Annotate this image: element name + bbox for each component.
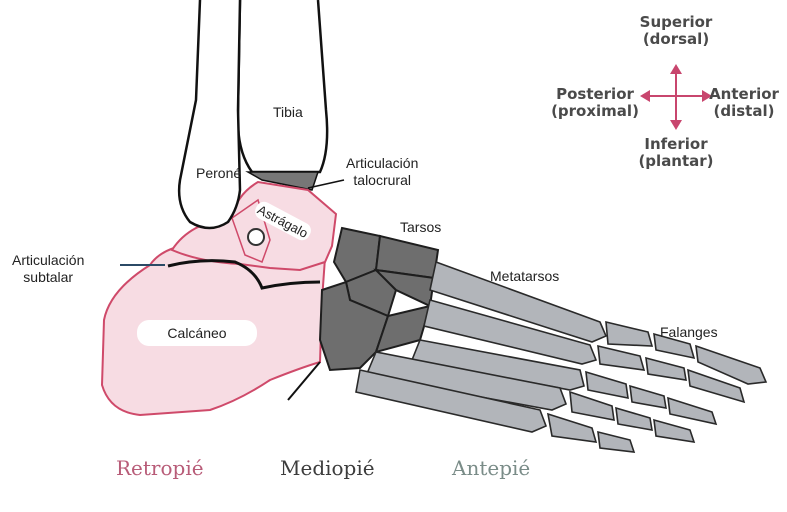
perone-label: Peroné bbox=[196, 165, 241, 182]
tarsos-label: Tarsos bbox=[400, 219, 441, 236]
antepie-caption: Antepié bbox=[452, 456, 530, 480]
posterior-label: Posterior bbox=[540, 86, 650, 103]
mediopie-caption: Mediopié bbox=[280, 456, 375, 480]
talocrural-label-line1: Articulación bbox=[346, 155, 418, 172]
tibia-bone bbox=[238, 0, 327, 172]
retropie-caption: Retropié bbox=[116, 456, 204, 480]
talocrural-label: Articulación talocrural bbox=[346, 155, 418, 189]
inferior-label: Inferior bbox=[626, 136, 726, 153]
calcaneo-label: Calcáneo bbox=[137, 320, 257, 346]
talus-foramen bbox=[248, 229, 264, 245]
compass-arrows bbox=[640, 64, 712, 130]
anterior-label: Anterior bbox=[704, 86, 784, 103]
compass-inferior: Inferior (plantar) bbox=[626, 136, 726, 170]
metatarsos-label: Metatarsos bbox=[490, 268, 559, 285]
fibula-bone bbox=[179, 0, 240, 228]
talocrural-label-line2: talocrural bbox=[346, 172, 418, 189]
distal-label: (distal) bbox=[704, 103, 784, 120]
compass-anterior: Anterior (distal) bbox=[704, 86, 784, 120]
plantar-label: (plantar) bbox=[626, 153, 726, 170]
dorsal-label: (dorsal) bbox=[626, 31, 726, 48]
subtalar-label: Articulación subtalar bbox=[12, 252, 84, 286]
superior-label: Superior bbox=[626, 14, 726, 31]
proximal-label: (proximal) bbox=[540, 103, 650, 120]
falanges-label: Falanges bbox=[660, 324, 718, 341]
subtalar-label-line1: Articulación bbox=[12, 252, 84, 269]
compass-posterior: Posterior (proximal) bbox=[540, 86, 650, 120]
compass-superior: Superior (dorsal) bbox=[626, 14, 726, 48]
tibia-label: Tibia bbox=[273, 104, 303, 121]
subtalar-label-line2: subtalar bbox=[12, 269, 84, 286]
